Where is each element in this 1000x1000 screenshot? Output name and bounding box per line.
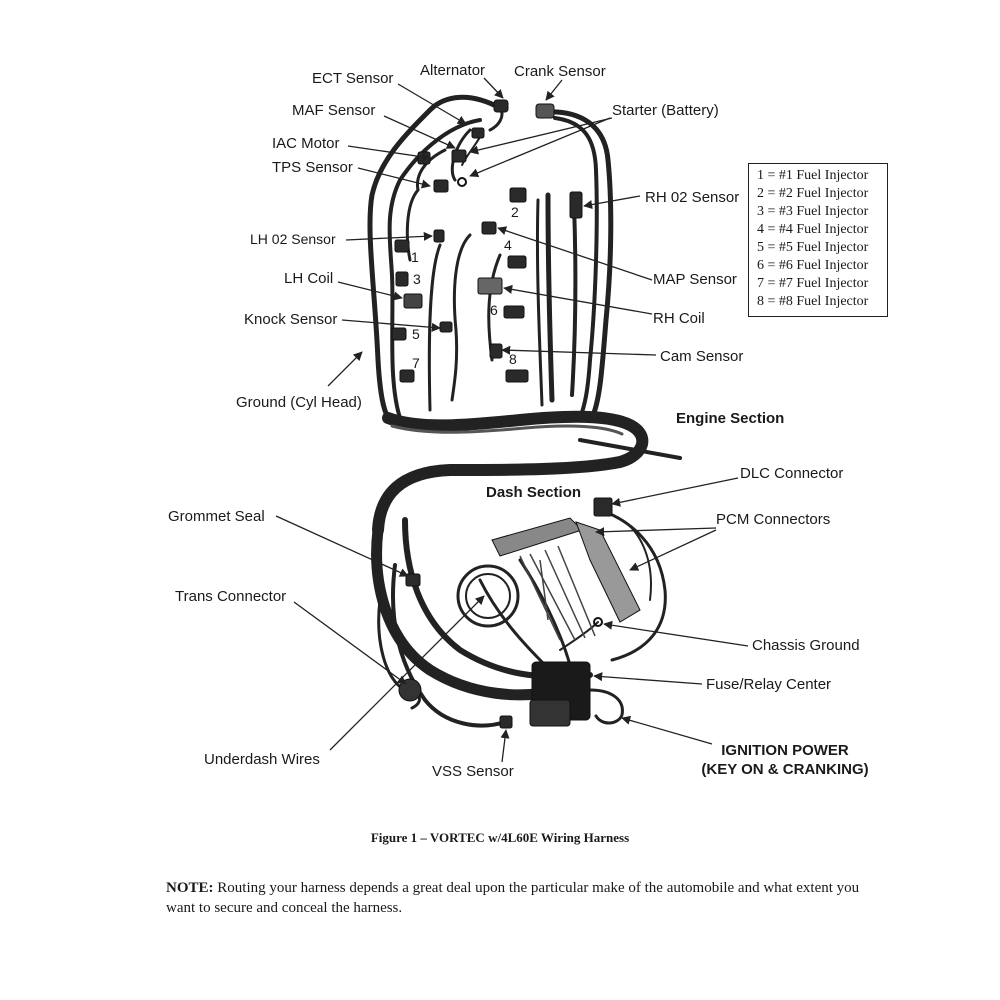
label-pcm-connectors: PCM Connectors <box>716 511 831 528</box>
label-rh-coil: RH Coil <box>653 310 705 327</box>
label-ect-sensor: ECT Sensor <box>312 70 394 87</box>
legend-row: 4 = #4 Fuel Injector <box>757 222 869 237</box>
label-grommet-seal: Grommet Seal <box>168 508 265 525</box>
label-engine-section: Engine Section <box>676 410 785 427</box>
label-lh-coil: LH Coil <box>284 270 334 287</box>
label-tps-sensor: TPS Sensor <box>272 159 353 176</box>
legend-row: 1 = #1 Fuel Injector <box>757 168 869 183</box>
note-text: Routing your harness depends a great dea… <box>166 880 860 916</box>
figure-caption: Figure 1 – VORTEC w/4L60E Wiring Harness <box>370 830 630 845</box>
legend-row: 8 = #8 Fuel Injector <box>757 294 869 309</box>
label-starter: Starter (Battery) <box>612 102 719 119</box>
injector-number-6: 6 <box>490 302 498 318</box>
injector-number-2: 2 <box>511 204 519 220</box>
injector-number-5: 5 <box>412 326 420 342</box>
label-chassis-ground: Chassis Ground <box>752 637 860 654</box>
label-fuse-relay-center: Fuse/Relay Center <box>706 676 832 693</box>
injector-number-1: 1 <box>411 249 419 265</box>
legend-row: 2 = #2 Fuel Injector <box>757 186 869 201</box>
injector-number-3: 3 <box>413 271 421 287</box>
label-rh-o2-sensor: RH 02 Sensor <box>645 189 740 206</box>
connectors <box>391 99 641 729</box>
label-vss-sensor: VSS Sensor <box>432 763 514 780</box>
label-ignition-power: IGNITION POWER (KEY ON & CRANKING) <box>700 742 870 780</box>
label-maf-sensor: MAF Sensor <box>292 102 376 119</box>
legend-row: 7 = #7 Fuel Injector <box>757 276 869 291</box>
legend-row: 3 = #3 Fuel Injector <box>757 204 869 219</box>
leader-lines <box>275 77 749 763</box>
label-trans-connector: Trans Connector <box>175 588 287 605</box>
label-alternator: Alternator <box>420 62 486 79</box>
label-crank-sensor: Crank Sensor <box>514 63 606 80</box>
ignition-power-line1: IGNITION POWER <box>721 742 849 759</box>
ignition-power-line2: (KEY ON & CRANKING) <box>701 760 869 778</box>
label-map-sensor: MAP Sensor <box>653 271 737 288</box>
injector-number-8: 8 <box>509 351 517 367</box>
legend-row: 5 = #5 Fuel Injector <box>757 240 869 255</box>
injector-legend: 1 = #1 Fuel Injector 2 = #2 Fuel Injecto… <box>748 163 888 317</box>
label-dash-section: Dash Section <box>486 484 582 501</box>
injector-number-4: 4 <box>504 237 512 253</box>
injector-number-7: 7 <box>412 355 420 371</box>
legend-row: 6 = #6 Fuel Injector <box>757 258 869 273</box>
label-dlc-connector: DLC Connector <box>740 465 844 482</box>
label-iac-motor: IAC Motor <box>272 135 340 152</box>
label-cam-sensor: Cam Sensor <box>660 348 744 365</box>
note-paragraph: NOTE: Routing your harness depends a gre… <box>166 878 886 918</box>
label-underdash-wires: Underdash Wires <box>204 751 320 768</box>
label-ground-cyl-head: Ground (Cyl Head) <box>236 394 362 411</box>
label-knock-sensor: Knock Sensor <box>244 311 338 328</box>
note-lead: NOTE: <box>166 880 214 896</box>
label-lh-o2-sensor: LH 02 Sensor <box>250 231 336 247</box>
